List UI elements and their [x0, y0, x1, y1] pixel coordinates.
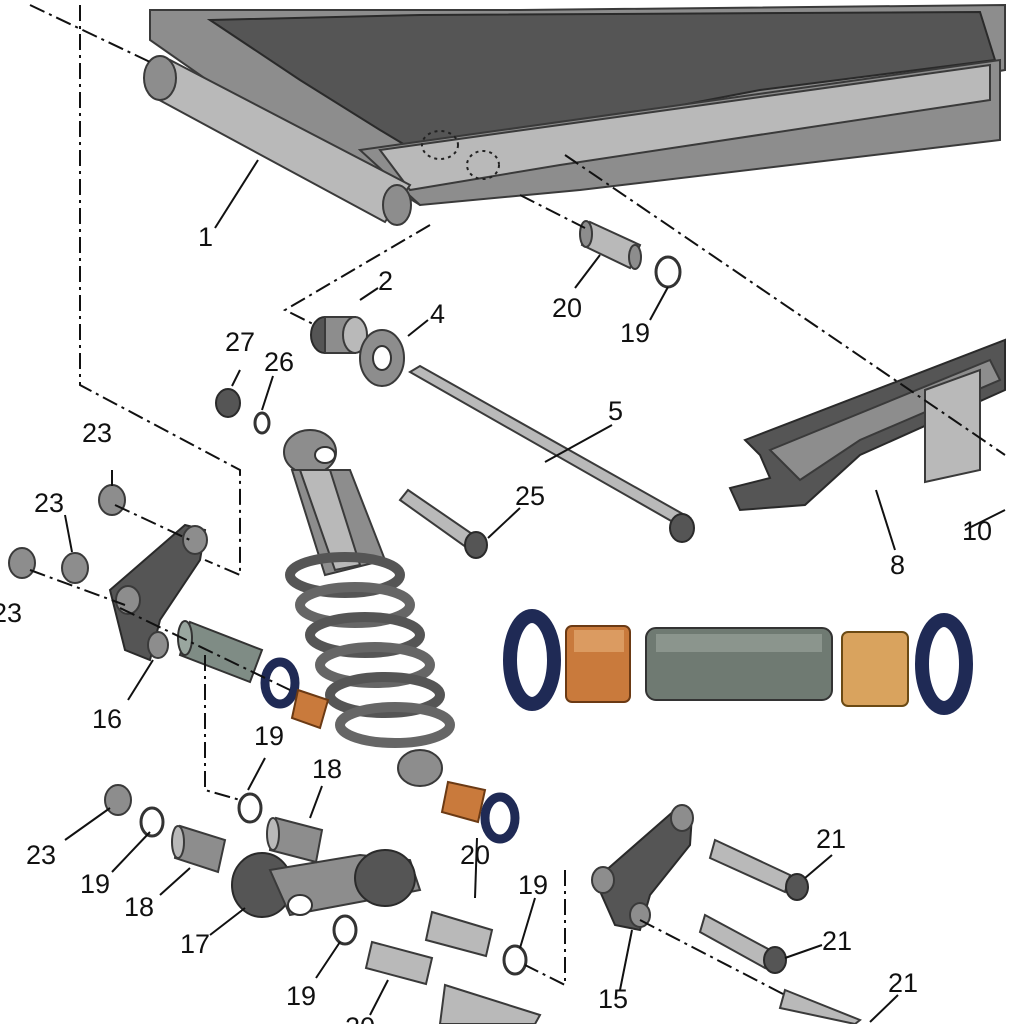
part-1-tube [143, 55, 412, 226]
callout-19-bottom: 19 [286, 981, 316, 1011]
part-2-collar [310, 316, 368, 354]
callout-21-a: 21 [816, 824, 846, 854]
callout-1: 1 [198, 222, 213, 252]
part-20-sleeves-lower [364, 910, 542, 1024]
seal-bushing-right [440, 780, 520, 844]
callout-26: 26 [264, 347, 294, 377]
callout-19-mid: 19 [254, 721, 284, 751]
callout-23-b: 23 [34, 488, 64, 518]
callout-2: 2 [378, 266, 393, 296]
callout-20-top: 20 [552, 293, 582, 323]
callout-16: 16 [92, 704, 122, 734]
callout-5: 5 [608, 396, 623, 426]
callout-21-b: 21 [822, 926, 852, 956]
callout-19-top: 19 [620, 318, 650, 348]
part-26-washer [253, 411, 271, 435]
part-20-sleeve-top [579, 220, 642, 270]
shock-absorber [283, 429, 455, 787]
part-4-washer [359, 329, 405, 387]
callout-4: 4 [430, 299, 445, 329]
bearing-inset [503, 609, 973, 715]
callout-23-c: 23 [0, 598, 22, 628]
callout-27: 27 [225, 327, 255, 357]
part-19-seal-top [654, 255, 682, 289]
spring-coils [285, 552, 455, 748]
callout-17: 17 [180, 929, 210, 959]
callout-18-top: 18 [312, 754, 342, 784]
part-27-nut [215, 388, 241, 418]
sleeve-left [177, 620, 264, 684]
part-5-bolt [408, 364, 695, 543]
callout-25: 25 [515, 481, 545, 511]
leader-lines [64, 159, 1006, 1023]
callout-23-d: 23 [26, 840, 56, 870]
callout-20-mid: 20 [460, 840, 490, 870]
part-19-seals-lower [139, 792, 528, 976]
callout-20-bottom: 20 [345, 1012, 375, 1024]
callout-21-c: 21 [888, 968, 918, 998]
part-25-bolt [398, 488, 488, 559]
part-17-link [231, 849, 422, 918]
part-8-arm [728, 338, 1006, 512]
callout-19-left: 19 [80, 869, 110, 899]
callout-23-a: 23 [82, 418, 112, 448]
callout-18-left: 18 [124, 892, 154, 922]
part-21-bolts [698, 838, 862, 1024]
part-15-plate [591, 804, 694, 932]
callout-15: 15 [598, 984, 628, 1014]
callout-8: 8 [890, 550, 905, 580]
seal-bushing-left [260, 657, 330, 730]
part-23-nuts [8, 484, 132, 816]
dash-lines [29, 4, 1006, 996]
callout-labels: 1 2 4 27 26 5 25 20 19 10 8 23 23 23 16 … [0, 222, 992, 1024]
callout-10: 10 [962, 516, 992, 546]
part-16-plate [108, 523, 208, 662]
swingarm-frame [149, 3, 1006, 207]
callout-19-right: 19 [518, 870, 548, 900]
part-18-collars [171, 816, 324, 874]
